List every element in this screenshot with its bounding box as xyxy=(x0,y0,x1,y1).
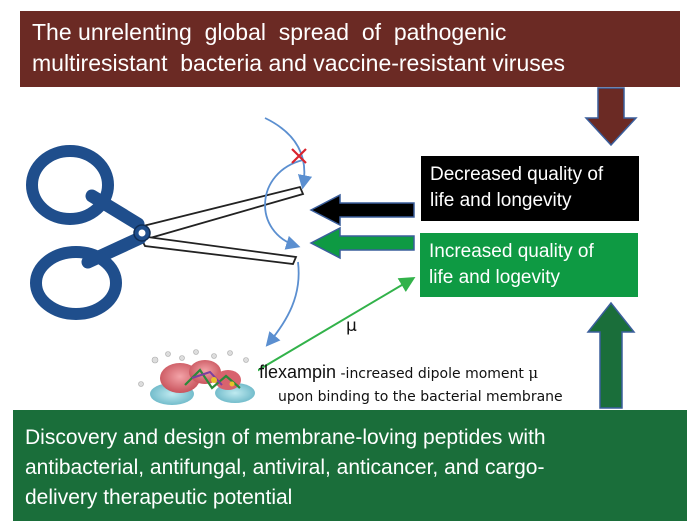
down-arrow-icon xyxy=(584,87,638,147)
decreased-quality-line2: life and longevity xyxy=(430,190,572,211)
bottom-banner-line1: Discovery and design of membrane-loving … xyxy=(25,426,546,449)
increased-quality-line1: Increased quality of xyxy=(429,241,594,262)
flexampin-caption-line2: upon binding to the bacterial membrane xyxy=(278,389,563,405)
dipole-mu-label: μ xyxy=(346,316,357,336)
bottom-banner-line2: antibacterial, antifungal, antiviral, an… xyxy=(25,456,545,479)
flexampin-name: flexampin xyxy=(259,362,337,382)
dipole-arrow xyxy=(237,276,416,383)
left-arrow-green-icon xyxy=(309,226,415,260)
up-arrow-icon xyxy=(586,301,636,409)
closing-arc-arrows xyxy=(264,117,313,347)
flexampin-desc: -increased dipole moment xyxy=(336,366,529,382)
increased-quality-box: Increased quality of life and logevity xyxy=(420,233,638,297)
scissors-icon xyxy=(26,145,305,320)
molecule-icon xyxy=(134,349,258,406)
bottom-banner: Discovery and design of membrane-loving … xyxy=(13,410,687,521)
decreased-quality-line1: Decreased quality of xyxy=(430,164,604,185)
left-arrow-black-icon xyxy=(309,193,415,227)
top-banner: The unrelenting global spread of pathoge… xyxy=(20,11,680,87)
top-banner-line2: multiresistant bacteria and vaccine-resi… xyxy=(32,50,566,76)
flexampin-mu: μ xyxy=(528,364,539,382)
increased-quality-line2: life and logevity xyxy=(429,267,560,288)
decreased-quality-box: Decreased quality of life and longevity xyxy=(421,156,639,221)
bottom-banner-line3: delivery therapeutic potential xyxy=(25,486,293,509)
flexampin-caption: flexampin -increased dipole moment μ xyxy=(259,362,538,383)
top-banner-line1: The unrelenting global spread of pathoge… xyxy=(32,19,507,45)
